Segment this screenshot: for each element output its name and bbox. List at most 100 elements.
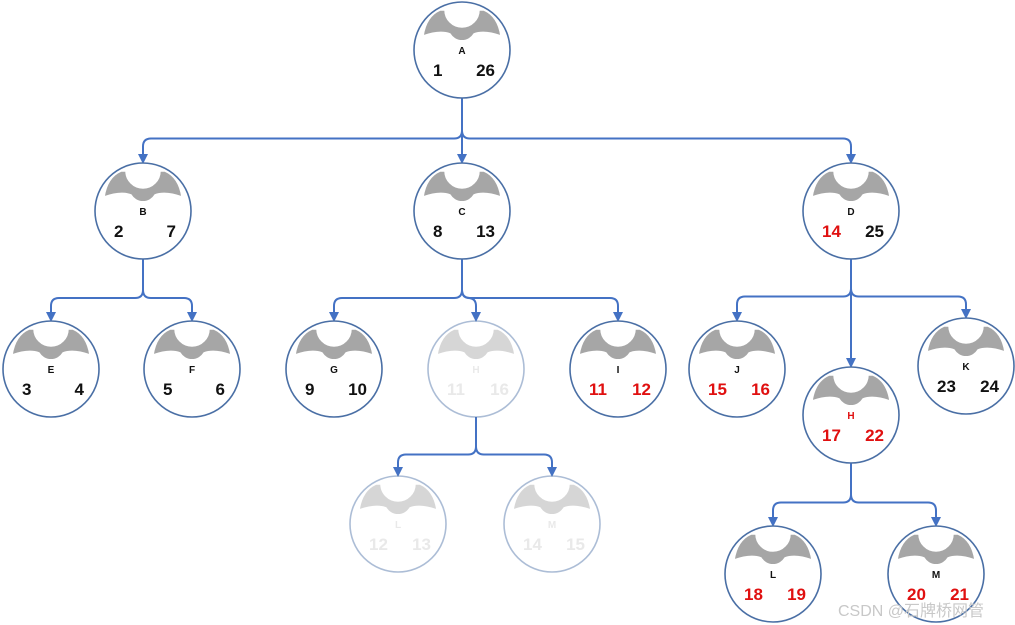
node-e: E 3 4 <box>2 320 100 418</box>
node-exit-time: 16 <box>751 380 770 399</box>
node-k: K 23 24 <box>917 317 1015 415</box>
node-exit-time: 25 <box>865 222 884 241</box>
edge-A-B <box>138 98 463 164</box>
node-circle <box>503 475 601 573</box>
node-label: L <box>770 570 776 581</box>
node-exit-time: 4 <box>75 380 85 399</box>
cap-icon <box>896 533 976 566</box>
node-exit-time: 7 <box>167 222 176 241</box>
node-exit-time: 13 <box>476 222 495 241</box>
node-enter-time: 1 <box>433 61 442 80</box>
node-enter-time: 12 <box>369 535 388 554</box>
node-h_old: H 11 16 <box>427 320 525 418</box>
node-enter-time: 20 <box>907 585 926 604</box>
node-label: H <box>472 365 479 376</box>
node-enter-time: 14 <box>523 535 542 554</box>
cap-icon <box>422 9 502 42</box>
node-enter-time: 15 <box>708 380 727 399</box>
node-exit-time: 6 <box>216 380 225 399</box>
edge-C-H_old <box>461 259 481 322</box>
node-enter-time: 9 <box>305 380 314 399</box>
node-i: I 11 12 <box>569 320 667 418</box>
node-exit-time: 15 <box>566 535 585 554</box>
edge-H_old-L_old <box>393 417 477 477</box>
edge-B-E <box>46 259 144 322</box>
node-c: C 8 13 <box>413 162 511 260</box>
cap-icon <box>811 374 891 407</box>
node-exit-time: 19 <box>787 585 806 604</box>
node-exit-time: 13 <box>412 535 431 554</box>
edge-C-G <box>329 259 463 322</box>
node-enter-time: 17 <box>822 426 841 445</box>
cap-icon <box>152 328 232 361</box>
node-circle <box>427 320 525 418</box>
cap-icon <box>697 328 777 361</box>
node-exit-time: 10 <box>348 380 367 399</box>
node-l_old: L 12 13 <box>349 475 447 573</box>
watermark: CSDN @石牌桥网管 <box>838 603 985 620</box>
node-j: J 15 16 <box>688 320 786 418</box>
edge-H_new-L_new <box>768 463 852 527</box>
cap-icon <box>512 483 592 516</box>
node-label: K <box>962 362 970 373</box>
cap-icon <box>578 328 658 361</box>
node-exit-time: 21 <box>950 585 969 604</box>
node-m_new: M 20 21 <box>887 525 985 623</box>
node-label: E <box>48 365 55 376</box>
edge-C-I <box>461 259 623 322</box>
cap-icon <box>11 328 91 361</box>
node-exit-time: 12 <box>632 380 651 399</box>
node-a: A 1 26 <box>413 1 511 99</box>
cap-icon <box>358 483 438 516</box>
node-exit-time: 26 <box>476 61 495 80</box>
cap-icon <box>926 325 1006 358</box>
node-enter-time: 8 <box>433 222 442 241</box>
node-label: A <box>458 46 465 57</box>
node-f: F 5 6 <box>143 320 241 418</box>
node-l_new: L 18 19 <box>724 525 822 623</box>
node-label: F <box>189 365 195 376</box>
edge-D-J <box>732 259 852 322</box>
edge-A-D <box>461 98 856 164</box>
node-enter-time: 18 <box>744 585 763 604</box>
node-label: D <box>847 207 854 218</box>
node-circle <box>349 475 447 573</box>
cap-icon <box>422 170 502 203</box>
edges-layer <box>46 98 971 527</box>
node-d: D 14 25 <box>802 162 900 260</box>
node-b: B 2 7 <box>94 162 192 260</box>
edge-B-F <box>142 259 197 322</box>
node-exit-time: 24 <box>980 377 999 396</box>
node-enter-time: 14 <box>822 222 841 241</box>
node-g: G 9 10 <box>285 320 383 418</box>
node-label: G <box>330 365 338 376</box>
node-label: J <box>734 365 740 376</box>
edge-H_new-M_new <box>850 463 941 527</box>
node-enter-time: 5 <box>163 380 172 399</box>
node-enter-time: 23 <box>937 377 956 396</box>
node-h_new: H 17 22 <box>802 366 900 464</box>
cap-icon <box>733 533 813 566</box>
cap-icon <box>811 170 891 203</box>
node-label: I <box>617 365 620 376</box>
node-exit-time: 16 <box>490 380 509 399</box>
node-enter-time: 11 <box>589 380 607 399</box>
edge-D-K <box>850 259 971 319</box>
node-enter-time: 11 <box>447 380 465 399</box>
edge-H_old-M_old <box>475 417 557 477</box>
cap-icon <box>103 170 183 203</box>
cap-icon <box>294 328 374 361</box>
node-enter-time: 3 <box>22 380 31 399</box>
node-enter-time: 2 <box>114 222 123 241</box>
node-label: M <box>548 520 556 531</box>
cap-icon <box>436 328 516 361</box>
node-label: M <box>932 570 940 581</box>
node-label: H <box>847 411 854 422</box>
node-exit-time: 22 <box>865 426 884 445</box>
node-m_old: M 14 15 <box>503 475 601 573</box>
node-label: B <box>139 207 146 218</box>
node-label: L <box>395 520 401 531</box>
node-label: C <box>458 207 465 218</box>
